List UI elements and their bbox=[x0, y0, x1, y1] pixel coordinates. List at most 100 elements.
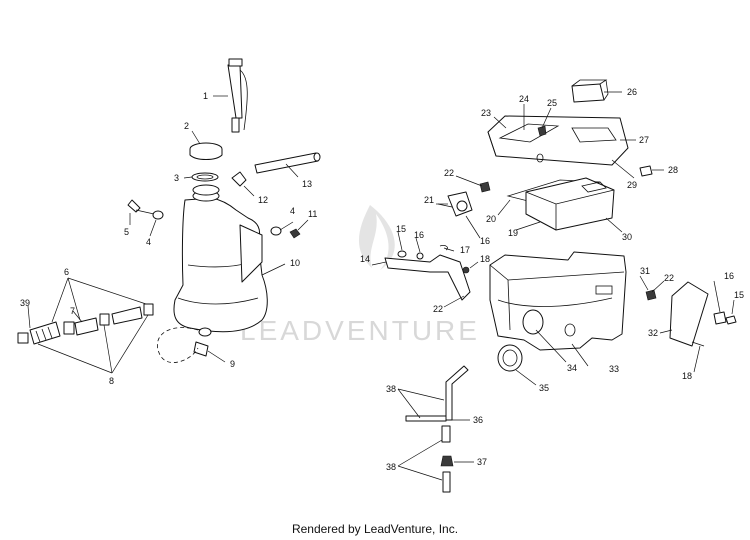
drain-tube-segment bbox=[441, 425, 451, 443]
fuel-hose-39 bbox=[29, 321, 61, 345]
box-slot bbox=[595, 285, 613, 295]
callout-23: 23 bbox=[481, 108, 491, 118]
callout-15: 15 bbox=[734, 290, 744, 300]
drain-valve bbox=[440, 455, 454, 467]
gasket-ring bbox=[191, 172, 219, 182]
lid-edge bbox=[487, 131, 497, 157]
callout-11: 11 bbox=[308, 209, 317, 219]
callout-22: 22 bbox=[664, 273, 674, 283]
pad-edge bbox=[571, 79, 609, 101]
callout-38: 38 bbox=[386, 462, 396, 472]
drain-grommet bbox=[198, 327, 212, 337]
hose-clamp bbox=[99, 313, 110, 326]
callout-2: 2 bbox=[184, 121, 189, 131]
callout-7: 7 bbox=[70, 306, 75, 316]
callout-35: 35 bbox=[539, 383, 549, 393]
callout-18: 18 bbox=[480, 254, 490, 264]
callout-12: 12 bbox=[258, 195, 268, 205]
bracket-hole bbox=[456, 200, 468, 212]
bracket-bolt bbox=[437, 203, 453, 208]
callout-5: 5 bbox=[124, 227, 129, 237]
callout-22: 22 bbox=[444, 168, 454, 178]
callout-labels: 1 2 3 5 4 4 11 12 13 10 9 6 7 8 39 23 24… bbox=[20, 87, 744, 472]
mount-bracket bbox=[384, 254, 471, 301]
callout-30: 30 bbox=[622, 232, 632, 242]
callout-16: 16 bbox=[414, 230, 424, 240]
hose-end bbox=[313, 152, 321, 162]
bracket-bolt-head bbox=[397, 250, 407, 258]
fuel-gauge-sender bbox=[227, 64, 243, 119]
battery-terminal bbox=[581, 181, 607, 193]
retainer-clip bbox=[639, 165, 653, 177]
callout-17: 17 bbox=[460, 245, 470, 255]
callout-32: 32 bbox=[648, 328, 658, 338]
tank-seam-line bbox=[177, 297, 259, 305]
drain-tube bbox=[445, 365, 469, 421]
foam-pad bbox=[571, 83, 605, 103]
plate-nut bbox=[645, 289, 657, 301]
side-plate bbox=[669, 281, 709, 347]
gauge-connector bbox=[231, 117, 240, 133]
box-port bbox=[522, 309, 544, 335]
vent-hose bbox=[254, 152, 319, 174]
lid-slot bbox=[536, 153, 544, 163]
bracket-nut bbox=[462, 266, 470, 274]
intake-boot-inner bbox=[502, 349, 518, 367]
watermark: LEADVENTURE bbox=[240, 205, 480, 346]
callout-4: 4 bbox=[290, 206, 295, 216]
clamp-nut bbox=[479, 181, 491, 193]
filler-neck-top bbox=[192, 184, 220, 196]
callout-39: 39 bbox=[20, 298, 30, 308]
callout-4: 4 bbox=[146, 237, 151, 247]
callout-3: 3 bbox=[174, 173, 179, 183]
drain-tube-segment bbox=[442, 471, 451, 493]
leader-lines bbox=[27, 91, 735, 481]
gauge-wire bbox=[239, 69, 248, 131]
box-hole bbox=[564, 323, 576, 337]
mount-washer bbox=[152, 210, 164, 220]
fuel-line-dashed bbox=[157, 327, 199, 363]
callout-13: 13 bbox=[302, 179, 312, 189]
bolt-shaft bbox=[135, 209, 155, 215]
callout-20: 20 bbox=[486, 214, 496, 224]
callout-18: 18 bbox=[682, 371, 692, 381]
box-rib bbox=[497, 297, 613, 307]
spring-clip bbox=[439, 245, 448, 251]
callout-37: 37 bbox=[477, 457, 487, 467]
battery-box-assembly bbox=[384, 79, 737, 493]
watermark-text: LEADVENTURE bbox=[240, 315, 480, 346]
drain-fitting bbox=[193, 341, 209, 357]
plate-bolt bbox=[725, 315, 737, 325]
hose-clamp bbox=[17, 332, 29, 344]
callout-21: 21 bbox=[424, 195, 434, 205]
hose-ribbing bbox=[35, 326, 53, 343]
callout-26: 26 bbox=[627, 87, 637, 97]
battery-box bbox=[489, 251, 627, 351]
callout-34: 34 bbox=[567, 363, 577, 373]
bracket-washer bbox=[416, 252, 424, 260]
intake-boot bbox=[497, 344, 523, 372]
callout-22: 22 bbox=[433, 304, 443, 314]
lid-panel bbox=[571, 127, 617, 143]
mount-nut bbox=[289, 228, 301, 239]
callout-15: 15 bbox=[396, 224, 406, 234]
callout-29: 29 bbox=[627, 180, 637, 190]
drain-tube-segment bbox=[405, 415, 447, 422]
hose-clamp bbox=[63, 321, 75, 335]
callout-28: 28 bbox=[668, 165, 678, 175]
tank-side-panel bbox=[239, 224, 263, 283]
hose-clamp bbox=[143, 303, 154, 316]
callout-8: 8 bbox=[109, 376, 114, 386]
callout-16: 16 bbox=[724, 271, 734, 281]
fuel-cap-rim bbox=[189, 149, 223, 160]
box-edge bbox=[489, 264, 625, 331]
inline-filter bbox=[74, 317, 99, 336]
callout-19: 19 bbox=[508, 228, 518, 238]
grommet bbox=[270, 226, 282, 236]
vent-elbow bbox=[231, 171, 247, 187]
fuel-line-section bbox=[111, 306, 143, 325]
callout-14: 14 bbox=[360, 254, 370, 264]
callout-31: 31 bbox=[640, 266, 650, 276]
callout-9: 9 bbox=[230, 359, 235, 369]
